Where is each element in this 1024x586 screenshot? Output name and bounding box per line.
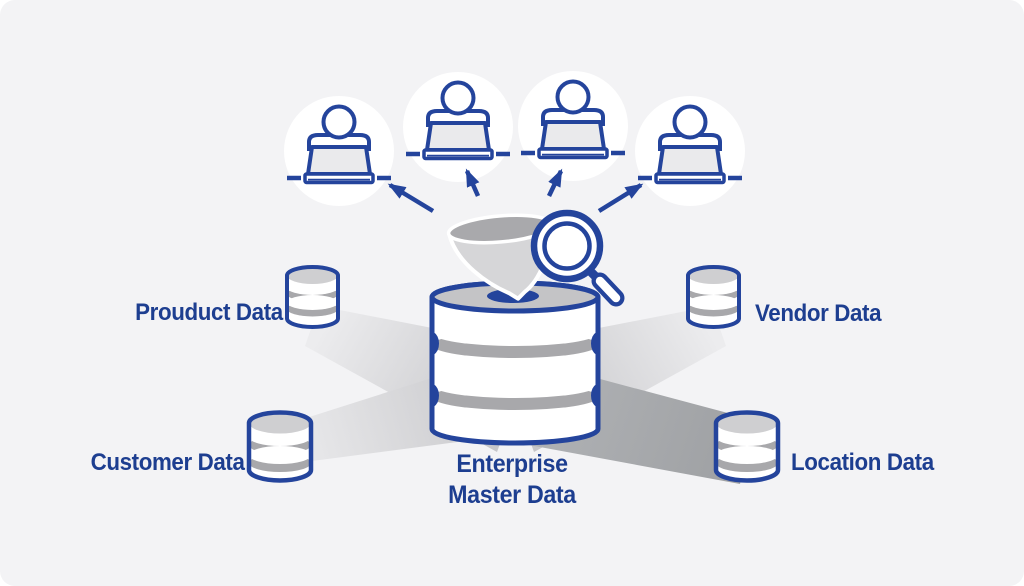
- cylinder-pinch: [591, 331, 600, 356]
- user-at-laptop-icon: [635, 96, 745, 206]
- center-title-line1: Enterprise: [456, 450, 568, 478]
- cylinder-pinch: [430, 383, 439, 408]
- user-at-laptop-icon: [518, 71, 628, 181]
- user-at-laptop-icon: [403, 72, 513, 182]
- cylinder-pinch: [430, 331, 439, 356]
- product-data-label: Prouduct Data: [135, 299, 283, 326]
- enterprise-master-database-icon: [429, 280, 601, 446]
- product-database-icon: [285, 265, 340, 329]
- arrow-icon: [597, 183, 644, 213]
- arrow-icon: [387, 183, 435, 213]
- center-title-line2: Master Data: [448, 481, 576, 509]
- location-data-label: Location Data: [791, 449, 934, 476]
- customer-data-label: Customer Data: [91, 449, 245, 476]
- distribution-arrows: [387, 168, 644, 213]
- center-title: Enterprise Master Data: [448, 449, 576, 511]
- vendor-database-icon: [686, 265, 741, 329]
- vendor-data-label: Vendor Data: [755, 300, 882, 327]
- arrow-icon: [546, 168, 564, 197]
- user-at-laptop-icon: [284, 96, 394, 206]
- arrow-icon: [464, 168, 481, 197]
- funnel-icon: [446, 213, 554, 301]
- customer-database-icon: [246, 410, 314, 483]
- cylinder-pinch: [591, 383, 600, 408]
- magnifier-icon: [530, 209, 625, 307]
- location-database-icon: [713, 410, 781, 483]
